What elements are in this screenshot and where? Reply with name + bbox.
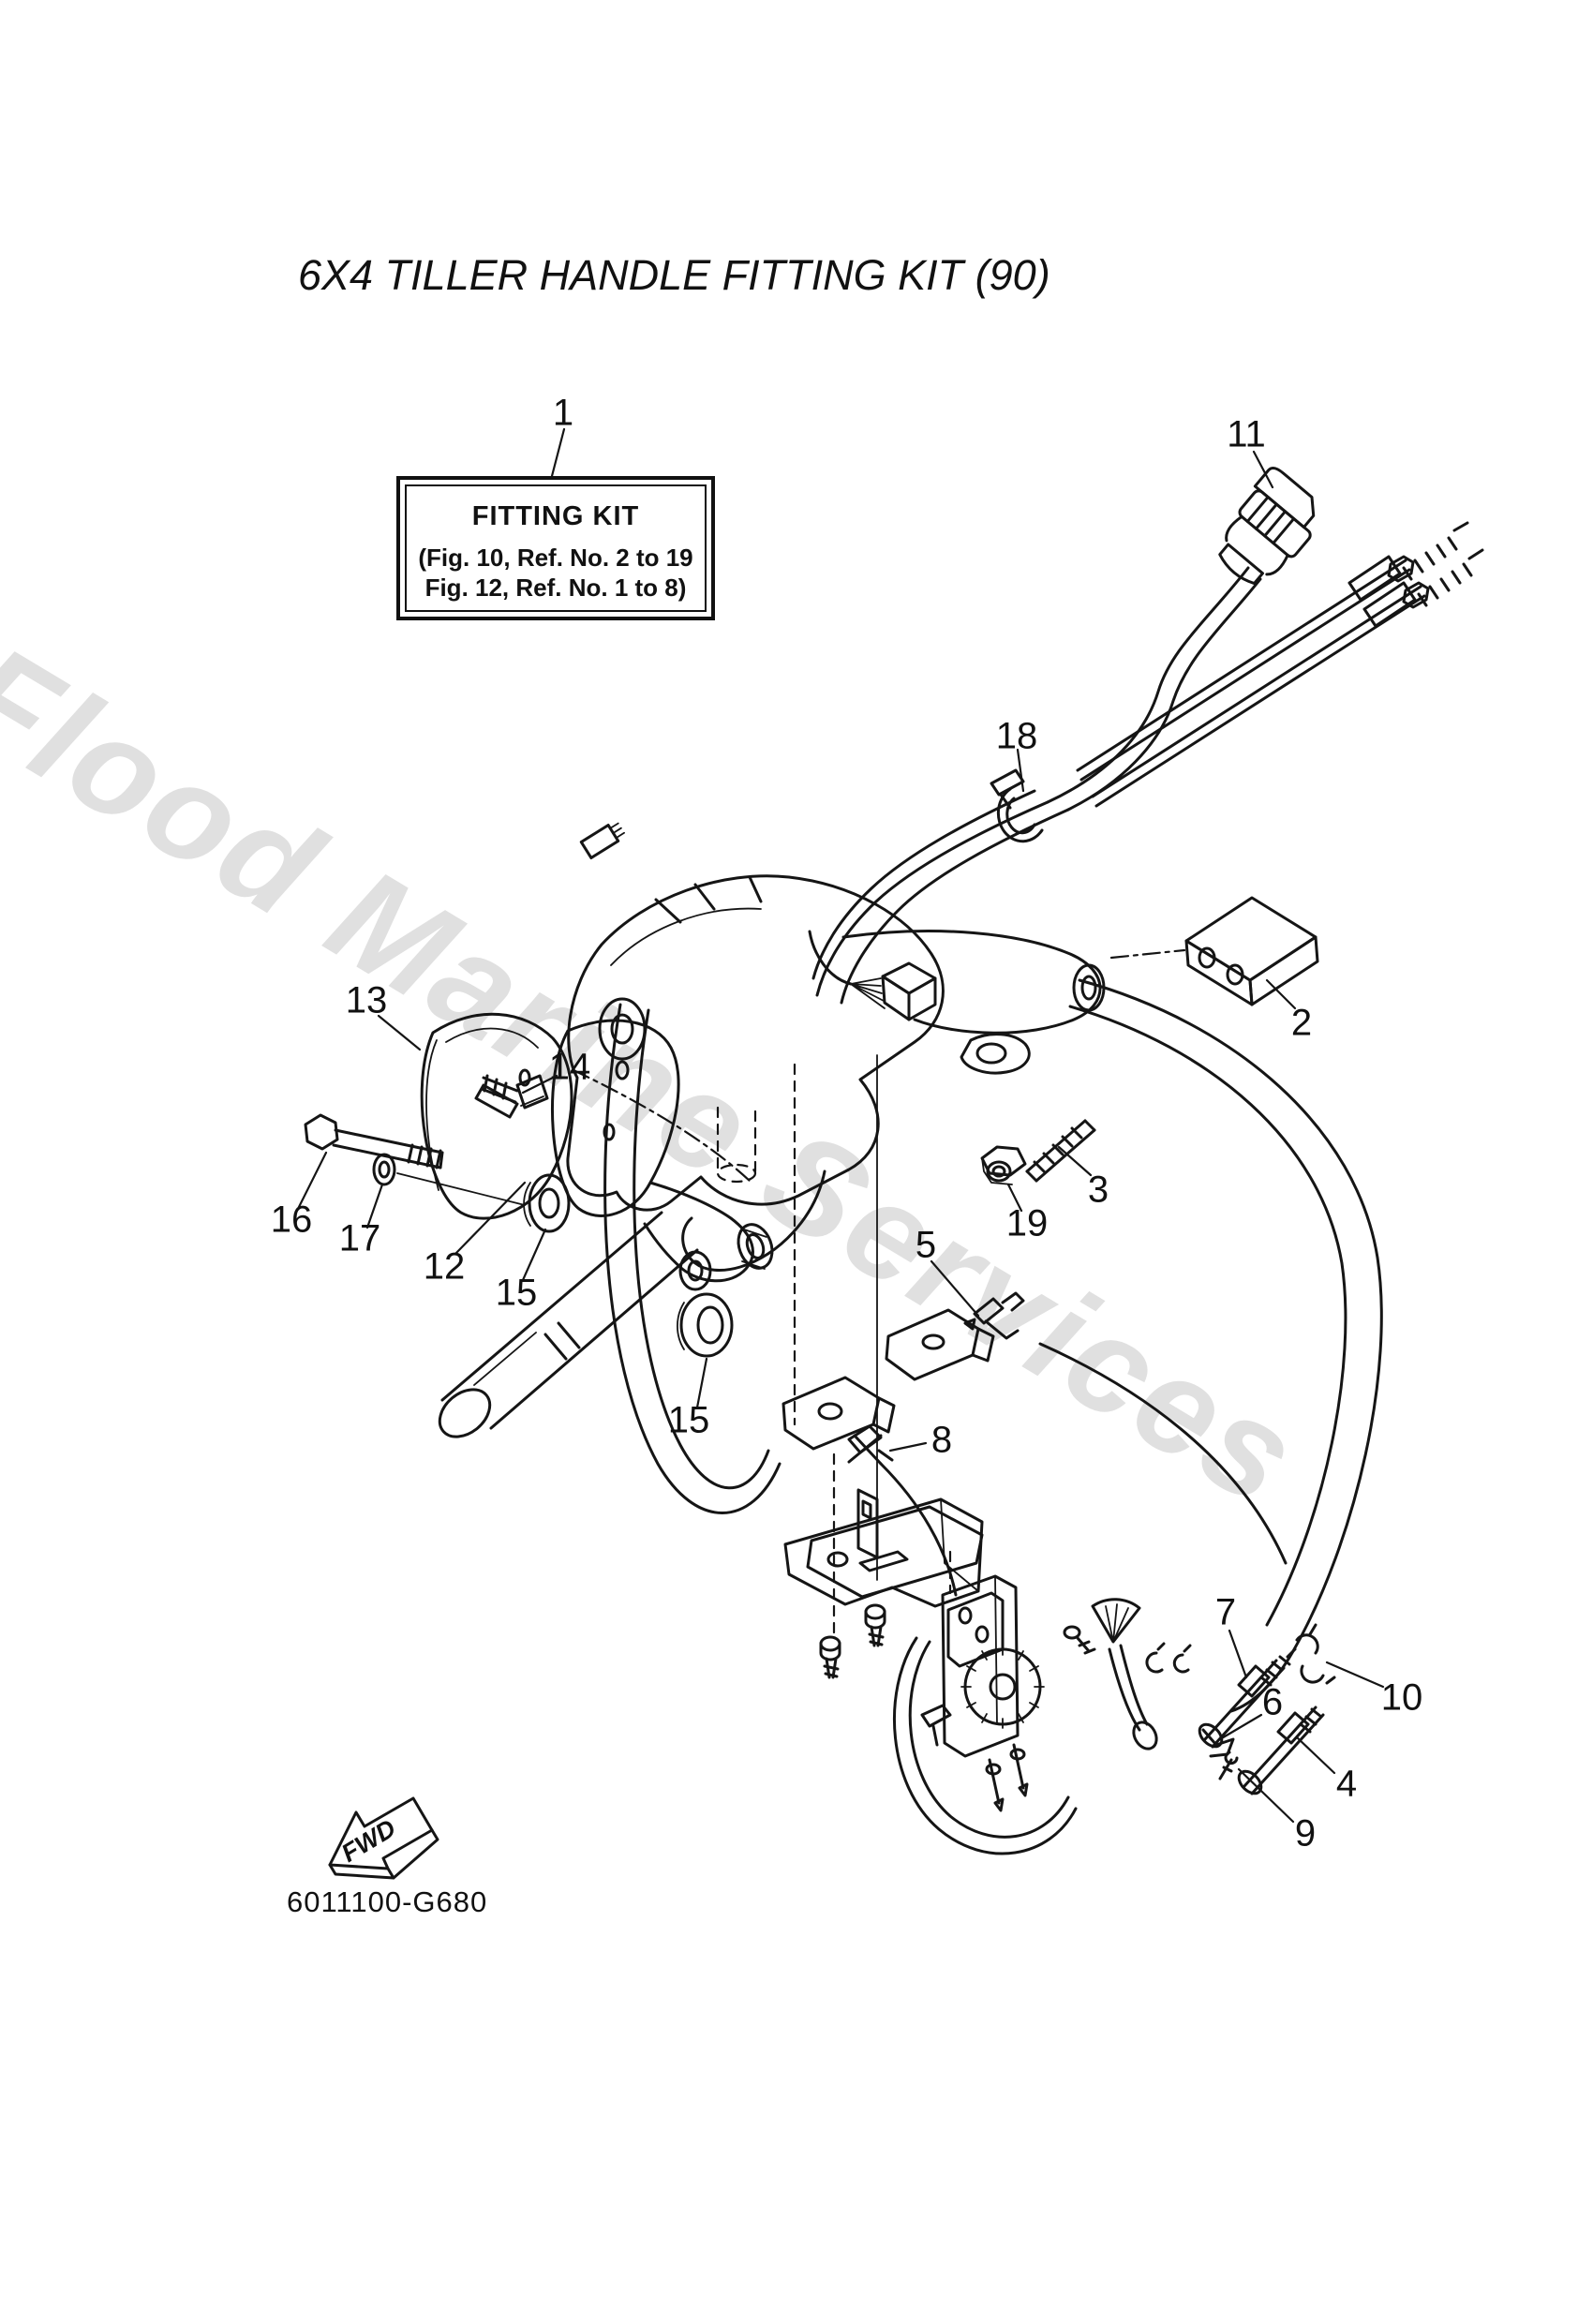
callout-18: 18 — [995, 715, 1038, 757]
fitting-kit-references: (Fig. 10, Ref. No. 2 to 19 Fig. 12, Ref.… — [407, 544, 705, 603]
cable-clamp — [990, 768, 1044, 843]
projection-lines — [572, 1054, 952, 1636]
callout-8: 8 — [930, 1419, 953, 1461]
callout-7: 7 — [1214, 1591, 1237, 1633]
callout-leader-lines — [296, 427, 1385, 1824]
callout-15b: 15 — [667, 1399, 710, 1441]
fitting-kit-box-inner: FITTING KIT (Fig. 10, Ref. No. 2 to 19 F… — [405, 484, 707, 612]
handle-fasteners — [304, 1074, 549, 1206]
mounting-plates — [783, 1488, 984, 1608]
cable-joint-rods — [1172, 1623, 1336, 1795]
callout-14: 14 — [548, 1046, 591, 1088]
callout-2: 2 — [1290, 1002, 1313, 1044]
callout-16: 16 — [270, 1199, 313, 1241]
wire-plug-connector — [579, 822, 937, 1021]
drawing-number: 6011100-G680 — [287, 1885, 488, 1918]
callout-4: 4 — [1335, 1763, 1358, 1805]
callout-9: 9 — [1294, 1812, 1317, 1855]
tiller-handle-tube — [438, 1211, 699, 1438]
callout-17: 17 — [338, 1217, 381, 1259]
cable-hanger-plates — [782, 1308, 995, 1451]
callout-5: 5 — [915, 1224, 937, 1266]
grip-cover — [420, 1012, 573, 1220]
main-harness-connector — [1218, 467, 1316, 586]
callout-11: 11 — [1227, 413, 1266, 455]
throttle-lever — [550, 1019, 774, 1283]
fitting-kit-heading: FITTING KIT — [471, 501, 640, 531]
steering-bracket — [566, 874, 1106, 1291]
grommets — [523, 1173, 734, 1358]
throttle-body-assembly — [893, 1574, 1166, 1855]
fwd-arrow-label: FWD — [336, 1814, 400, 1868]
callout-1: 1 — [552, 392, 574, 434]
callout-15a: 15 — [495, 1272, 538, 1314]
control-unit-box — [1109, 896, 1319, 1006]
plate-screws — [819, 1603, 886, 1679]
stud-and-nut — [980, 1119, 1096, 1185]
cable-sweep-curves — [603, 978, 1383, 1713]
callout-12: 12 — [423, 1245, 466, 1288]
page-title: 6X4 TILLER HANDLE FITTING KIT (90) — [298, 251, 1050, 299]
callout-6: 6 — [1261, 1681, 1284, 1723]
callout-19: 19 — [1005, 1202, 1049, 1244]
callout-10: 10 — [1380, 1676, 1423, 1719]
callout-13: 13 — [345, 979, 388, 1021]
fitting-kit-box: FITTING KIT (Fig. 10, Ref. No. 2 to 19 F… — [396, 476, 715, 620]
control-cables — [1076, 521, 1484, 808]
callout-3: 3 — [1087, 1169, 1109, 1211]
fitting-kit-ref-line-1: (Fig. 10, Ref. No. 2 to 19 — [418, 544, 693, 572]
fwd-arrow: FWD — [328, 1796, 439, 1880]
fitting-kit-ref-line-2: Fig. 12, Ref. No. 1 to 8) — [424, 573, 687, 602]
